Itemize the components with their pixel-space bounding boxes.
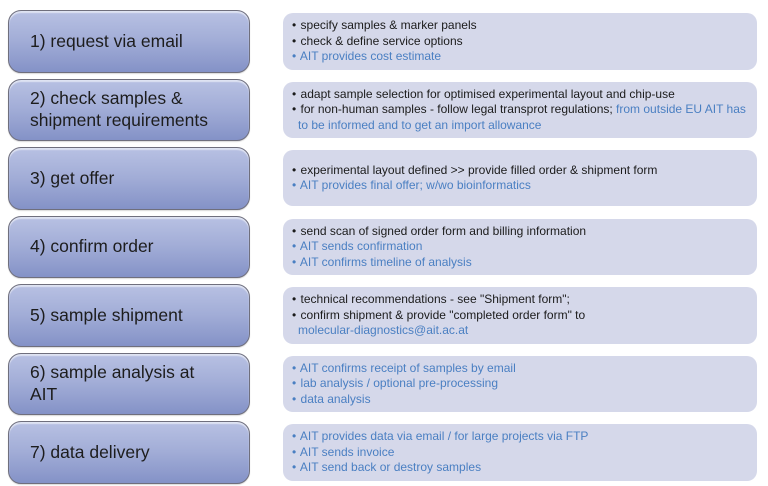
bullet-text-segment: confirm shipment & provide "completed or… <box>300 307 586 322</box>
process-step-row: 6) sample analysis at AIT • AIT confirms… <box>8 352 757 415</box>
process-step-row: 1) request via email • specify samples &… <box>8 10 757 73</box>
bullet-icon: • <box>292 292 297 306</box>
bullet-item: • AIT confirms receipt of samples by ema… <box>292 361 747 377</box>
step-label: 3) get offer <box>30 167 115 188</box>
bullet-item: • lab analysis / optional pre-processing <box>292 376 747 392</box>
bullet-text-segment: specify samples & marker panels <box>300 18 477 32</box>
bullet-text-segment: technical recommendations - see "Shipmen… <box>300 292 570 306</box>
bullet-icon: • <box>292 33 297 48</box>
process-step-list: 1) request via email • specify samples &… <box>8 10 757 484</box>
step-details-panel: • adapt sample selection for optimised e… <box>283 81 757 138</box>
bullet-icon: • <box>292 18 297 32</box>
step-label: 7) data delivery <box>30 441 150 462</box>
bullet-item: • AIT provides cost estimate <box>292 49 747 65</box>
bullet-item: • confirm shipment & provide "completed … <box>292 308 747 339</box>
bullet-icon: • <box>292 102 297 116</box>
step-label: 5) sample shipment <box>30 304 183 325</box>
bullet-item: • adapt sample selection for optimised e… <box>292 87 747 103</box>
step-details-panel: • AIT confirms receipt of samples by ema… <box>283 355 757 412</box>
bullet-item: • check & define service options <box>292 34 747 50</box>
step-box: 3) get offer <box>8 147 250 210</box>
bullet-text-segment: AIT confirms timeline of analysis <box>299 254 472 269</box>
bullet-icon: • <box>292 162 297 177</box>
process-step-row: 3) get offer • experimental layout defin… <box>8 147 757 210</box>
step-box: 4) confirm order <box>8 215 250 278</box>
bullet-item: • for non-human samples - follow legal t… <box>292 102 747 133</box>
step-label: 6) sample analysis at AIT <box>30 362 195 404</box>
bullet-text-segment: AIT sends confirmation <box>299 239 423 253</box>
bullet-text-segment: AIT provides final offer; w/wo bioinform… <box>299 178 531 193</box>
bullet-icon: • <box>292 49 297 63</box>
step-details-panel: • specify samples & marker panels • chec… <box>283 13 757 70</box>
bullet-item: • technical recommendations - see "Shipm… <box>292 292 747 308</box>
step-label: 1) request via email <box>30 30 183 51</box>
bullet-icon: • <box>292 360 297 375</box>
step-details-panel: • send scan of signed order form and bil… <box>283 218 757 275</box>
bullet-text-segment: data analysis <box>300 391 371 406</box>
bullet-icon: • <box>292 86 297 101</box>
bullet-item: • data analysis <box>292 392 747 408</box>
step-label: 4) confirm order <box>30 236 154 257</box>
bullet-icon: • <box>292 223 297 238</box>
bullet-icon: • <box>292 239 297 253</box>
bullet-text-segment: AIT sends invoice <box>299 444 395 459</box>
step-box: 7) data delivery <box>8 421 250 484</box>
step-label: 2) check samples & shipment requirements <box>30 88 208 130</box>
bullet-item: • AIT sends confirmation <box>292 239 747 255</box>
bullet-text-segment: AIT provides data via email / for large … <box>299 429 589 443</box>
bullet-item: • AIT send back or destroy samples <box>292 460 747 476</box>
bullet-icon: • <box>292 429 297 443</box>
bullet-item: • AIT sends invoice <box>292 445 747 461</box>
process-step-row: 2) check samples & shipment requirements… <box>8 78 757 141</box>
bullet-icon: • <box>292 254 297 269</box>
bullet-icon: • <box>292 178 297 193</box>
bullet-item: • AIT confirms timeline of analysis <box>292 255 747 271</box>
bullet-icon: • <box>292 460 297 474</box>
bullet-text-segment: lab analysis / optional pre-processing <box>300 376 498 390</box>
bullet-icon: • <box>292 444 297 459</box>
bullet-text-segment: AIT send back or destroy samples <box>299 460 482 474</box>
bullet-text-segment: adapt sample selection for optimised exp… <box>300 86 675 101</box>
bullet-item: • experimental layout defined >> provide… <box>292 163 747 179</box>
process-step-row: 4) confirm order • send scan of signed o… <box>8 215 757 278</box>
bullet-text-segment: from outside EU AIT has to be informed a… <box>298 102 746 132</box>
bullet-text-segment: check & define service options <box>300 33 463 48</box>
step-box: 6) sample analysis at AIT <box>8 352 250 415</box>
bullet-text-segment: experimental layout defined >> provide f… <box>300 162 658 177</box>
step-box: 5) sample shipment <box>8 284 250 347</box>
process-step-row: 5) sample shipment • technical recommend… <box>8 284 757 347</box>
bullet-item: • AIT provides final offer; w/wo bioinfo… <box>292 178 747 194</box>
bullet-icon: • <box>292 376 297 390</box>
bullet-text-segment: AIT provides cost estimate <box>299 49 442 63</box>
step-box: 2) check samples & shipment requirements <box>8 78 250 141</box>
step-box: 1) request via email <box>8 10 250 73</box>
step-details-panel: • experimental layout defined >> provide… <box>283 150 757 207</box>
bullet-item: • AIT provides data via email / for larg… <box>292 429 747 445</box>
bullet-icon: • <box>292 307 297 322</box>
bullet-text-segment: AIT confirms receipt of samples by email <box>299 360 516 375</box>
bullet-text-segment: send scan of signed order form and billi… <box>300 223 587 238</box>
process-step-row: 7) data delivery • AIT provides data via… <box>8 421 757 484</box>
bullet-icon: • <box>292 391 297 406</box>
step-details-panel: • technical recommendations - see "Shipm… <box>283 287 757 344</box>
bullet-text-segment: for non-human samples - follow legal tra… <box>300 102 617 116</box>
bullet-item: • send scan of signed order form and bil… <box>292 224 747 240</box>
bullet-text-segment: molecular-diagnostics@ait.ac.at <box>298 323 469 337</box>
bullet-item: • specify samples & marker panels <box>292 18 747 34</box>
step-details-panel: • AIT provides data via email / for larg… <box>283 424 757 481</box>
